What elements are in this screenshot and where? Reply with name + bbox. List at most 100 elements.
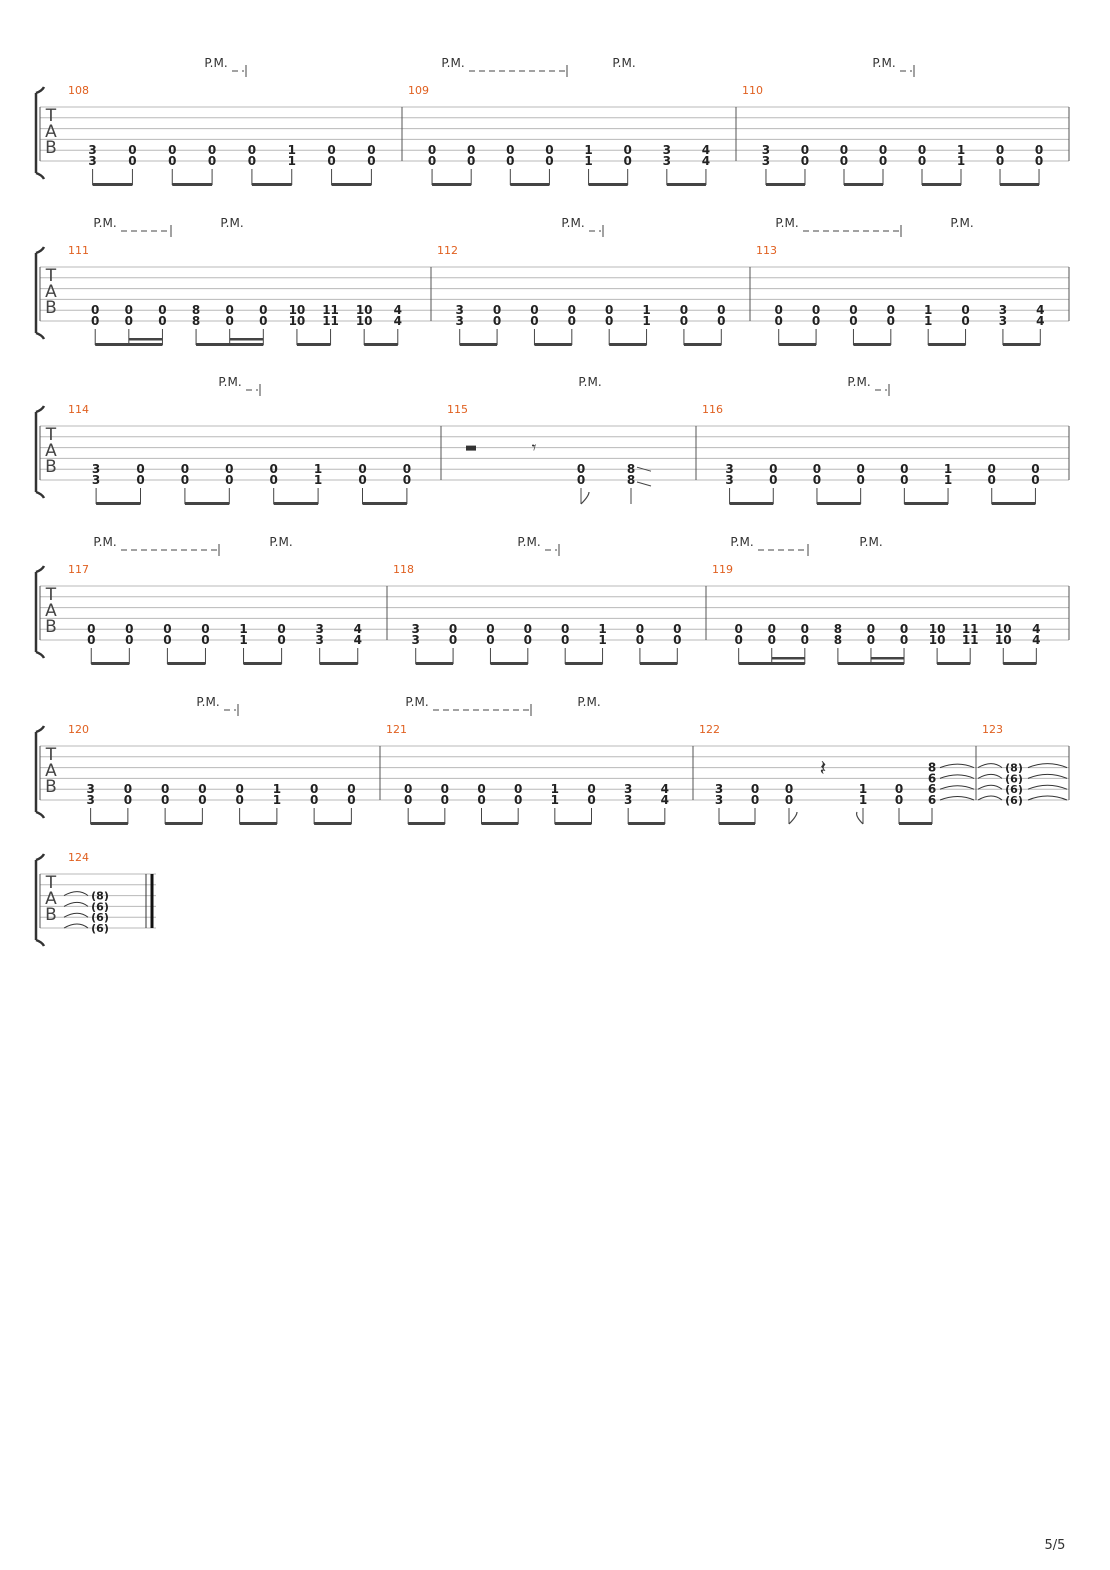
tab-fret: 0 <box>136 473 144 487</box>
tab-fret: 0 <box>1035 154 1043 168</box>
tied-fret: (8) <box>1005 762 1023 775</box>
tab-fret: 4 <box>661 782 669 796</box>
tab-fret: 0 <box>734 633 742 647</box>
tab-fret: 1 <box>859 793 867 807</box>
chord-fret: 6 <box>928 782 936 796</box>
beam <box>628 822 665 825</box>
tab-fret: 3 <box>456 314 464 328</box>
tab-fret: 1 <box>924 303 932 317</box>
tab-fret: 0 <box>449 633 457 647</box>
tab-fret: 1 <box>584 154 592 168</box>
beam <box>415 662 454 665</box>
tab-fret: 3 <box>412 633 420 647</box>
chord-fret: 8 <box>928 761 936 775</box>
tab-fret: 0 <box>530 303 538 317</box>
palm-mute-label: P.M. <box>578 375 601 389</box>
tab-fret: 0 <box>879 143 887 157</box>
tab-fret: 0 <box>327 143 335 157</box>
tab-fret: 4 <box>394 314 402 328</box>
measure-number: 117 <box>68 563 89 576</box>
tie <box>63 891 89 897</box>
beam <box>481 822 519 825</box>
tab-clef-letter: T <box>45 873 57 893</box>
tab-fret: 11 <box>322 303 339 317</box>
tab-fret: 11 <box>322 314 339 328</box>
beam <box>314 822 352 825</box>
tab-fret: 0 <box>918 143 926 157</box>
measure-number: 123 <box>982 723 1003 736</box>
tab-fret: 0 <box>225 473 233 487</box>
tab-fret: 0 <box>327 154 335 168</box>
tab-fret: 1 <box>551 782 559 796</box>
tab-fret: 0 <box>605 314 613 328</box>
tab-fret: 0 <box>493 314 501 328</box>
tab-fret: 0 <box>988 473 996 487</box>
tie <box>63 901 89 907</box>
tied-fret: (6) <box>91 911 109 924</box>
palm-mute-label: P.M. <box>204 56 227 70</box>
tab-fret: 3 <box>315 622 323 636</box>
tab-fret: 0 <box>91 314 99 328</box>
tab-fret: 0 <box>477 793 485 807</box>
measure-number: 124 <box>68 851 89 864</box>
tab-fret: 0 <box>900 462 908 476</box>
tab-fret: 0 <box>226 314 234 328</box>
tab-fret: 0 <box>124 782 132 796</box>
tab-fret: 3 <box>663 143 671 157</box>
tab-fret: 0 <box>248 154 256 168</box>
tab-fret: 0 <box>467 143 475 157</box>
beam-secondary <box>870 657 905 660</box>
tab-fret: 10 <box>356 314 373 328</box>
tab-fret: 0 <box>248 143 256 157</box>
tab-fret: 1 <box>584 143 592 157</box>
tab-fret: 0 <box>467 154 475 168</box>
tab-clef-letter: B <box>45 457 57 477</box>
tab-fret: 0 <box>561 622 569 636</box>
tab-fret: 4 <box>354 622 362 636</box>
palm-mute-label: P.M. <box>950 216 973 230</box>
tie <box>63 912 89 918</box>
tie <box>1027 784 1068 790</box>
tab-system: TABP.M.P.M.P.M.1203300000000110000121000… <box>34 695 1070 825</box>
chord-fret: 6 <box>928 771 936 785</box>
tab-fret: 1 <box>239 633 247 647</box>
tab-fret: 0 <box>524 633 532 647</box>
beam <box>922 183 962 186</box>
tab-fret: 0 <box>208 154 216 168</box>
beam <box>991 502 1036 505</box>
tab-fret: 0 <box>849 314 857 328</box>
tab-fret: 3 <box>624 793 632 807</box>
tab-fret: 4 <box>394 303 402 317</box>
tab-fret: 0 <box>624 154 632 168</box>
tab-fret: 0 <box>201 622 209 636</box>
tab-fret: 0 <box>918 154 926 168</box>
beam <box>165 822 203 825</box>
beam <box>609 343 647 346</box>
beam <box>765 183 805 186</box>
tab-system: TABP.M.P.M.P.M.P.M.P.M.11100000088000010… <box>34 216 1070 346</box>
tab-fret: 0 <box>801 633 809 647</box>
tab-fret: 0 <box>181 473 189 487</box>
tab-fret: 0 <box>895 782 903 796</box>
beam <box>239 822 277 825</box>
tab-fret: 0 <box>403 473 411 487</box>
tab-fret: 0 <box>996 143 1004 157</box>
tab-clef-letter: T <box>45 106 57 126</box>
palm-mute-label: P.M. <box>269 535 292 549</box>
tab-fret: 0 <box>961 303 969 317</box>
tab-fret: 0 <box>347 782 355 796</box>
measure-number: 115 <box>447 403 468 416</box>
tab-fret: 0 <box>259 314 267 328</box>
tie <box>977 773 1003 779</box>
tab-fret: 0 <box>367 154 375 168</box>
tab-fret: 0 <box>449 622 457 636</box>
tab-fret: 1 <box>273 793 281 807</box>
tab-fret: 1 <box>598 633 606 647</box>
tab-fret: 0 <box>514 782 522 796</box>
measure-number: 119 <box>712 563 733 576</box>
beam <box>362 502 407 505</box>
tab-fret: 0 <box>477 782 485 796</box>
tab-fret: 8 <box>834 633 842 647</box>
note-flag <box>580 491 590 505</box>
tab-fret: 0 <box>158 303 166 317</box>
